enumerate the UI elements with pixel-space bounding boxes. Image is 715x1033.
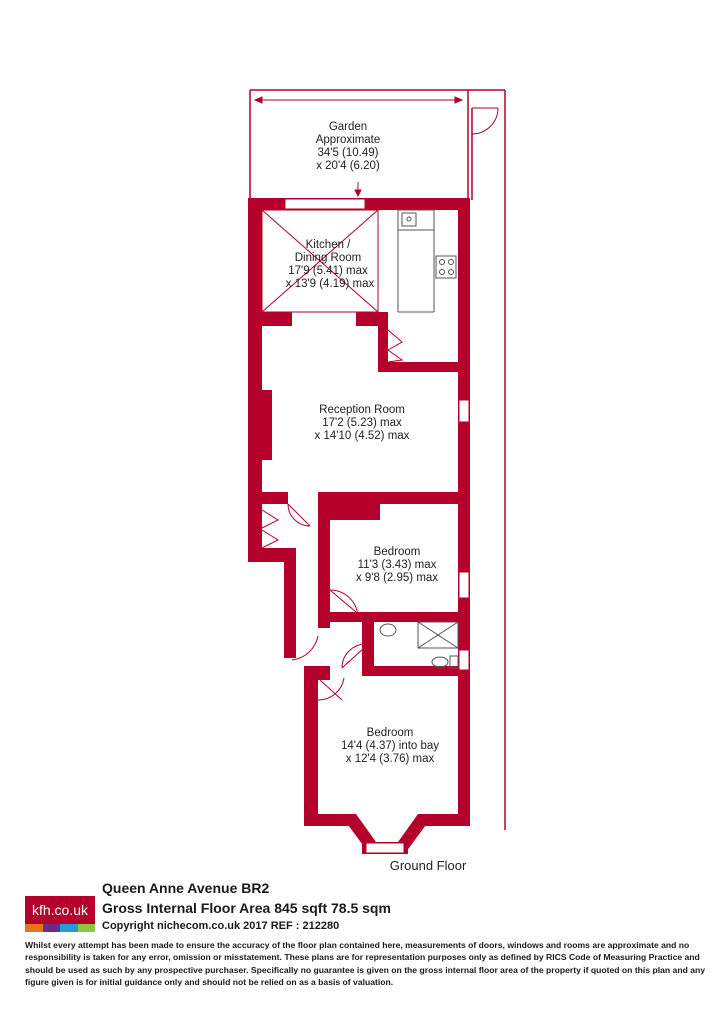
bedroom2-line-1: Bedroom [367,727,414,739]
garden-line-1: Garden [329,121,367,133]
room-label-kitchen: Kitchen / Dining Room 17'9 (5.41) max x … [286,239,375,290]
reception-line-3: x 14'10 (4.52) max [315,430,410,442]
room-label-reception: Reception Room 17'2 (5.23) max x 14'10 (… [315,404,410,442]
garden-gate-icon [471,107,499,135]
kfh-logo: kfh.co.uk [25,896,95,932]
logo-bar-orange [25,924,43,932]
logo-bar-green [77,924,95,932]
garden-line-3: 34'5 (10.49) [317,147,378,159]
kitchen-line-1: Kitchen / [306,239,352,251]
kitchen-cupboard-doors [387,329,404,363]
bedroom2-line-3: x 12'4 (3.76) max [346,753,435,765]
logo-color-bar [25,924,95,932]
garden-dimension-arrows [253,96,464,198]
kitchen-line-3: 17'9 (5.41) max [288,265,368,277]
reception-line-2: 17'2 (5.23) max [322,417,402,429]
logo-bar-purple [42,924,60,932]
room-label-garden: Garden Approximate 34'5 (10.49) x 20'4 (… [316,121,381,172]
bathroom-fixtures [379,621,459,669]
floor-label: Ground Floor [390,858,467,873]
property-info: Queen Anne Avenue BR2 Gross Internal Flo… [102,878,391,935]
property-address: Queen Anne Avenue BR2 [102,880,270,896]
property-copyright: Copyright nichecom.co.uk 2017 REF : 2122… [102,920,340,932]
bedroom1-line-2: 11'3 (3.43) max [358,559,437,571]
logo-text: kfh.co.uk [31,902,89,918]
room-label-bedroom-2: Bedroom 14'4 (4.37) into bay x 12'4 (3.7… [341,727,439,765]
windows [284,198,470,854]
kitchen-line-2: Dining Room [295,252,361,264]
reception-line-1: Reception Room [319,404,405,416]
kitchen-units [397,209,457,313]
disclaimer-text: Whilst every attempt has been made to en… [25,940,706,987]
logo-bar-blue [60,924,78,932]
room-label-bedroom-1: Bedroom 11'3 (3.43) max x 9'8 (2.95) max [356,546,438,584]
logo-box: kfh.co.uk [25,896,95,924]
garden-line-2: Approximate [316,134,381,146]
kitchen-line-4: x 13'9 (4.19) max [286,278,375,290]
property-area: Gross Internal Floor Area 845 sqft 78.5 … [102,900,391,916]
garden-line-4: x 20'4 (6.20) [316,160,380,172]
bedroom2-line-2: 14'4 (4.37) into bay [341,740,439,752]
doors [261,503,367,701]
bedroom1-line-3: x 9'8 (2.95) max [356,572,438,584]
floor-plan: Garden Approximate 34'5 (10.49) x 20'4 (… [248,89,506,873]
kitchen-skylight [261,209,379,313]
bedroom1-line-1: Bedroom [374,546,421,558]
